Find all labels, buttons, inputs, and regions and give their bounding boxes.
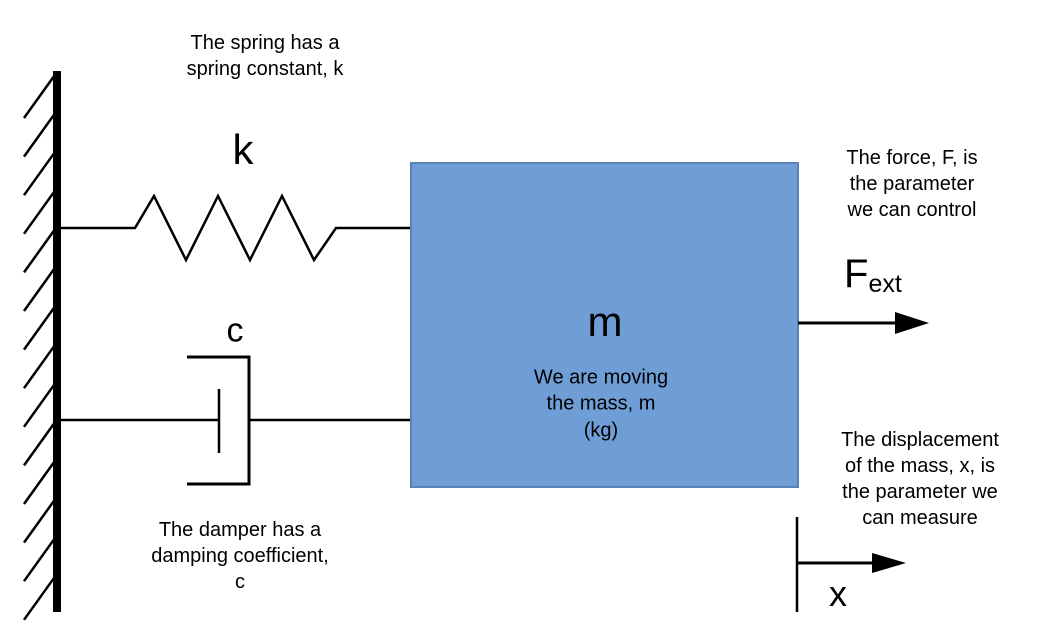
spring <box>57 193 411 263</box>
damping-coefficient-label: c <box>226 311 244 350</box>
spring-annotation: The spring has a spring constant, k <box>186 32 344 80</box>
displacement-label: x <box>829 573 847 614</box>
force-arrow-head <box>895 312 929 334</box>
mass-block <box>410 162 799 488</box>
displacement-annotation: The displacement of the mass, x, is the … <box>841 429 999 529</box>
force-annotation: The force, F, is the parameter we can co… <box>846 147 978 221</box>
wall-hatching <box>22 71 59 621</box>
external-force-subscript: ext <box>868 270 902 298</box>
wall <box>53 71 61 612</box>
mass-label: m <box>587 298 623 345</box>
spring-constant-label: k <box>232 126 254 173</box>
mass-annotation: We are moving the mass, m (kg) <box>533 366 669 442</box>
displacement-arrow-head <box>872 553 906 573</box>
damper-annotation: The damper has a damping coefficient, c <box>151 519 329 593</box>
external-force-label: Fext <box>844 252 902 299</box>
external-force-symbol: F <box>844 252 869 296</box>
